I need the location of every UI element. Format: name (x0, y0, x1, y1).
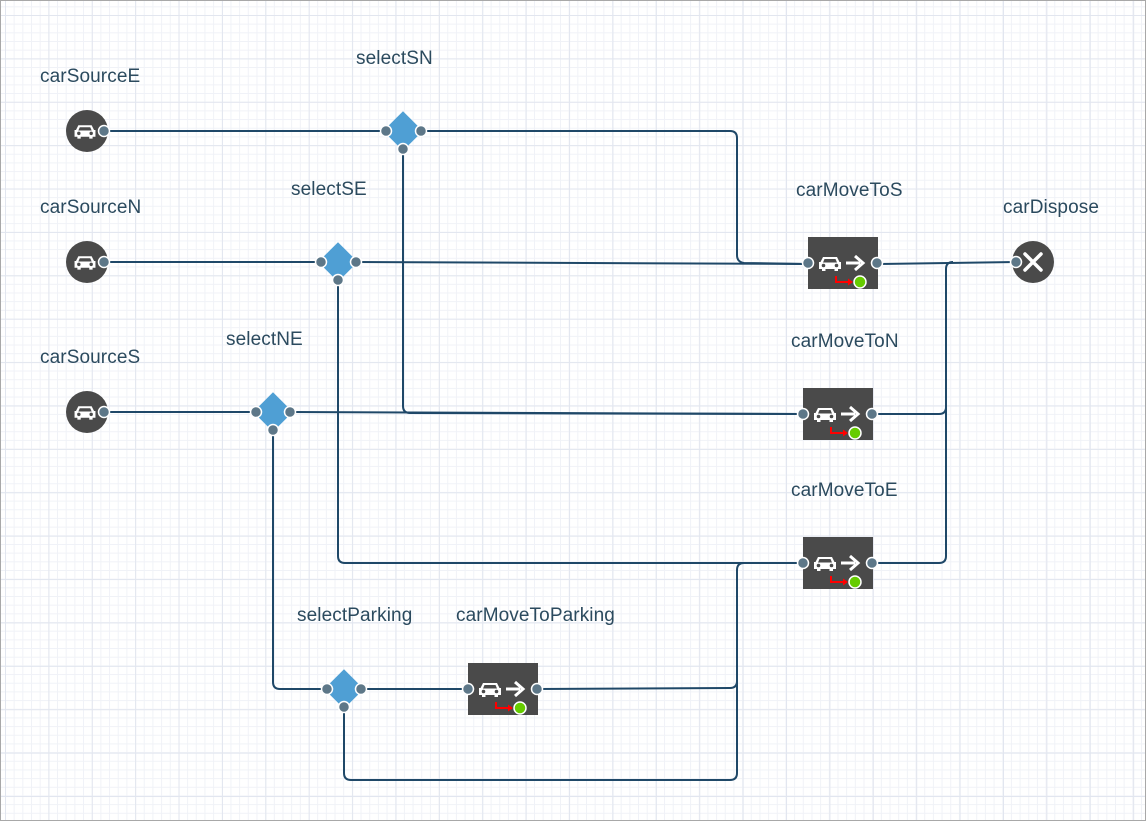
car-icon (819, 257, 841, 271)
red-arrow-icon (830, 427, 845, 434)
label-carDispose: carDispose (1003, 197, 1100, 218)
node-carMoveToParking[interactable] (461, 663, 544, 715)
output-port[interactable] (865, 556, 879, 570)
label-selectNE: selectNE (226, 329, 303, 350)
link-carMoveToParking-carMoveToE[interactable] (537, 570, 738, 690)
output-true-port[interactable] (354, 682, 368, 696)
node-carDispose[interactable] (1009, 241, 1055, 283)
input-port[interactable] (801, 256, 815, 270)
red-arrow-icon (495, 702, 510, 709)
output-false-port[interactable] (396, 142, 410, 156)
node-carSourceE[interactable] (66, 110, 111, 152)
node-carSourceS[interactable] (66, 391, 111, 433)
car-icon (814, 408, 836, 422)
label-carMoveToE: carMoveToE (791, 480, 898, 501)
arrow-right-icon (846, 254, 866, 272)
red-arrowhead-icon (848, 278, 853, 286)
input-port[interactable] (796, 407, 810, 421)
label-carSourceN: carSourceN (40, 197, 142, 218)
diamond-icon (324, 669, 364, 709)
input-port[interactable] (320, 682, 334, 696)
label-carMoveToN: carMoveToN (791, 331, 899, 352)
link-carMoveToS-carDispose[interactable] (876, 261, 1017, 265)
link-carMoveToN-carDispose[interactable] (872, 261, 954, 415)
output-port[interactable] (865, 407, 879, 421)
input-port[interactable] (796, 556, 810, 570)
output-port[interactable] (97, 405, 111, 419)
status-indicator-icon (853, 275, 867, 289)
status-indicator-icon (848, 575, 862, 589)
red-arrowhead-icon (508, 704, 513, 712)
label-carMoveToS: carMoveToS (796, 180, 903, 201)
close-x-icon (1023, 252, 1043, 272)
car-icon (814, 557, 836, 571)
label-selectSN: selectSN (356, 48, 433, 69)
label-selectSE: selectSE (291, 179, 367, 200)
input-port[interactable] (314, 255, 328, 269)
node-selectNE[interactable] (249, 392, 297, 437)
arrow-right-icon (506, 680, 526, 698)
node-selectParking[interactable] (320, 669, 368, 714)
output-port[interactable] (870, 256, 884, 270)
link-selectSE-carMoveToS[interactable] (355, 261, 808, 265)
arrow-right-icon (841, 554, 861, 572)
link-selectSE-carMoveToE[interactable] (337, 280, 802, 564)
link-selectNE-carMoveToN[interactable] (289, 411, 803, 415)
status-indicator-icon (513, 701, 527, 715)
output-port[interactable] (97, 255, 111, 269)
red-arrowhead-icon (843, 578, 848, 586)
node-selectSN[interactable] (379, 111, 428, 156)
red-arrowhead-icon (843, 429, 848, 437)
output-false-port[interactable] (266, 423, 280, 437)
link-carMoveToE-carDispose[interactable] (872, 407, 947, 564)
label-selectParking: selectParking (297, 605, 413, 626)
arrow-right-icon (841, 405, 861, 423)
label-carSourceE: carSourceE (40, 66, 141, 87)
link-selectParking-carMoveToE[interactable] (343, 562, 802, 781)
label-carMoveToParking: carMoveToParking (456, 605, 615, 626)
node-selectSE[interactable] (314, 242, 363, 287)
node-carMoveToE[interactable] (796, 537, 879, 589)
car-icon (74, 256, 96, 270)
red-arrow-icon (830, 576, 845, 583)
node-carSourceN[interactable] (66, 241, 111, 283)
output-true-port[interactable] (283, 405, 297, 419)
output-true-port[interactable] (349, 255, 363, 269)
car-icon (479, 683, 501, 697)
link-selectSN-carMoveToS[interactable] (421, 130, 808, 265)
car-icon (74, 125, 96, 139)
output-false-port[interactable] (337, 700, 351, 714)
node-carMoveToN[interactable] (796, 388, 879, 440)
label-carSourceS: carSourceS (40, 347, 141, 368)
link-selectSN-carMoveToN[interactable] (402, 149, 803, 415)
output-false-port[interactable] (331, 273, 345, 287)
input-port[interactable] (249, 405, 263, 419)
link-selectNE-selectParking[interactable] (272, 430, 326, 690)
input-port[interactable] (461, 682, 475, 696)
node-carMoveToS[interactable] (801, 237, 884, 289)
status-indicator-icon (848, 426, 862, 440)
red-arrow-icon (835, 276, 850, 283)
input-port[interactable] (379, 124, 393, 138)
car-icon (74, 406, 96, 420)
output-port[interactable] (530, 682, 544, 696)
output-true-port[interactable] (414, 124, 428, 138)
output-port[interactable] (97, 124, 111, 138)
input-port[interactable] (1009, 255, 1023, 269)
